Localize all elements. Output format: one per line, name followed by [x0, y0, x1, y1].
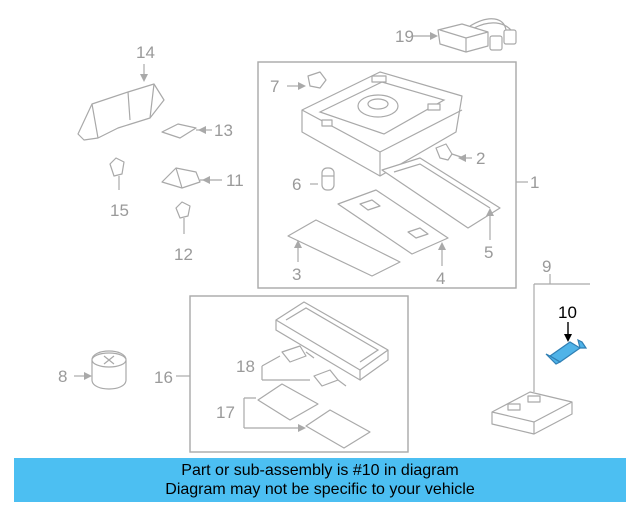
part-11-clip[interactable]: 11: [161, 167, 244, 190]
part-8-dome-lamp[interactable]: 8: [58, 350, 127, 390]
part-2-screw[interactable]: 2: [435, 143, 485, 168]
callout-18: 18: [236, 357, 255, 376]
part-19-wiring-connector[interactable]: 19: [395, 18, 517, 53]
part-4-lens-panel[interactable]: 4: [337, 189, 449, 288]
part-6-bulb[interactable]: 6: [292, 167, 335, 194]
callout-1: 1: [530, 173, 539, 192]
callout-13: 13: [214, 121, 233, 140]
banner-line-disclaimer: Diagram may not be specific to your vehi…: [165, 481, 475, 498]
part-18-bulbs[interactable]: 18: [236, 345, 347, 387]
callout-2: 2: [476, 149, 485, 168]
part-5-lens[interactable]: 5: [381, 157, 501, 262]
banner-line-part: Part or sub-assembly is #10 in diagram: [181, 462, 459, 479]
part-9-lamp-assembly[interactable]: 9: [491, 257, 590, 435]
callout-6: 6: [292, 175, 301, 194]
callout-16: 16: [154, 368, 173, 387]
part-13-pad[interactable]: 13: [161, 121, 233, 140]
callout-3: 3: [292, 265, 301, 284]
part-7-clip[interactable]: 7: [270, 71, 327, 96]
parts-diagram: 19 1 7 2 6: [58, 18, 590, 453]
part-16-lamp-lens[interactable]: [275, 301, 389, 382]
part-15-screw[interactable]: 15: [109, 157, 129, 220]
assembly-box-1: [257, 61, 517, 289]
callout-14: 14: [136, 43, 155, 62]
callout-15: 15: [110, 201, 129, 220]
part-17-pads[interactable]: 17: [216, 383, 371, 449]
part-3-plate[interactable]: 3: [287, 219, 401, 284]
assembly-box-16: [189, 295, 409, 453]
callout-10: 10: [558, 303, 577, 322]
callout-19: 19: [395, 27, 414, 46]
callout-9: 9: [542, 257, 551, 276]
part-14-bracket[interactable]: 14: [77, 43, 165, 141]
callout-11: 11: [226, 171, 244, 190]
callout-17: 17: [216, 403, 235, 422]
info-banner: Part or sub-assembly is #10 in diagram D…: [14, 458, 626, 502]
part-1-console-housing[interactable]: [301, 71, 463, 177]
callout-8: 8: [58, 367, 67, 386]
callout-5: 5: [484, 243, 493, 262]
part-10-bulb-highlighted[interactable]: 10: [545, 303, 588, 365]
part-12-screw[interactable]: 12: [174, 201, 193, 264]
callout-7: 7: [270, 77, 279, 96]
callout-4: 4: [436, 269, 445, 288]
callout-12: 12: [174, 245, 193, 264]
